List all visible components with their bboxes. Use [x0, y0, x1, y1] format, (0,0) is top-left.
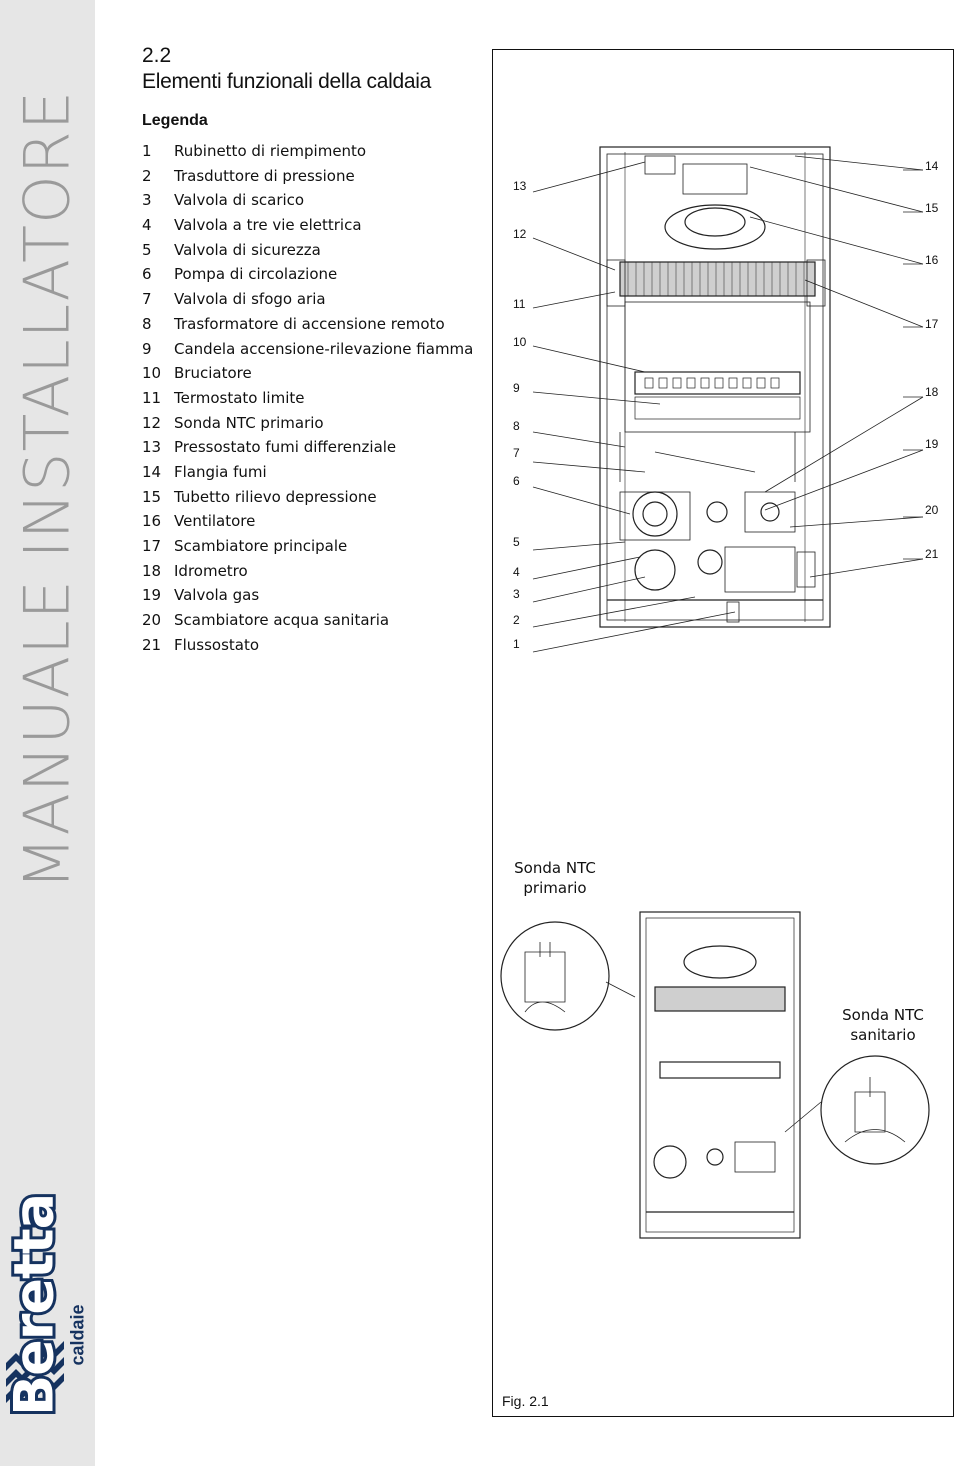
ntc-primary-detail-icon [500, 921, 610, 1031]
figure-number: 19 [925, 437, 939, 451]
brand-subtitle: caldaie [67, 1304, 88, 1366]
figure-number: 13 [513, 179, 527, 193]
section-number: 2.2 [142, 44, 172, 67]
ntc-primary-label: Sonda NTC primario [514, 859, 596, 897]
figure-number: 10 [513, 335, 527, 349]
figure-number: 4 [513, 565, 520, 579]
figure-number: 9 [513, 381, 520, 395]
figure-number: 6 [513, 474, 520, 488]
sidebar: MANUALE INSTALLATORE Beretta caldaie [0, 0, 95, 1466]
figure-number: 2 [513, 613, 520, 627]
figure-number: 5 [513, 535, 520, 549]
figure-number: 3 [513, 587, 520, 601]
ntc-sanitary-detail-icon [820, 1055, 930, 1165]
section-title: Elementi funzionali della caldaia [142, 70, 431, 93]
beretta-logo-icon [6, 1341, 64, 1403]
figure-number: 15 [925, 201, 939, 215]
brand-name: Beretta [0, 1191, 69, 1419]
figure-number: 11 [513, 297, 526, 311]
figure-number: 7 [513, 446, 520, 460]
figure-number: 16 [925, 253, 939, 267]
figure-number: 21 [925, 547, 939, 561]
manual-title: MANUALE INSTALLATORE [10, 89, 84, 891]
figure-number: 14 [925, 159, 939, 173]
leader-lines [532, 155, 924, 653]
figure-number: 1 [513, 637, 520, 651]
figure-number: 17 [925, 317, 939, 331]
ntc-sanitary-label: Sonda NTC sanitario [842, 1006, 924, 1044]
figure-number: 18 [925, 385, 939, 399]
figure-number: 8 [513, 419, 520, 433]
boiler-main-drawing [599, 146, 831, 628]
legend-title: Legenda [142, 112, 208, 129]
figure-number: 20 [925, 503, 939, 517]
boiler-diagram: 13 12 11 10 9 8 7 6 5 4 3 2 1 14 15 16 1… [500, 146, 939, 1239]
boiler-secondary-drawing [639, 911, 801, 1239]
figure-frame [492, 49, 954, 1417]
figure-caption: Fig. 2.1 [502, 1393, 549, 1409]
figure-number: 12 [513, 227, 527, 241]
